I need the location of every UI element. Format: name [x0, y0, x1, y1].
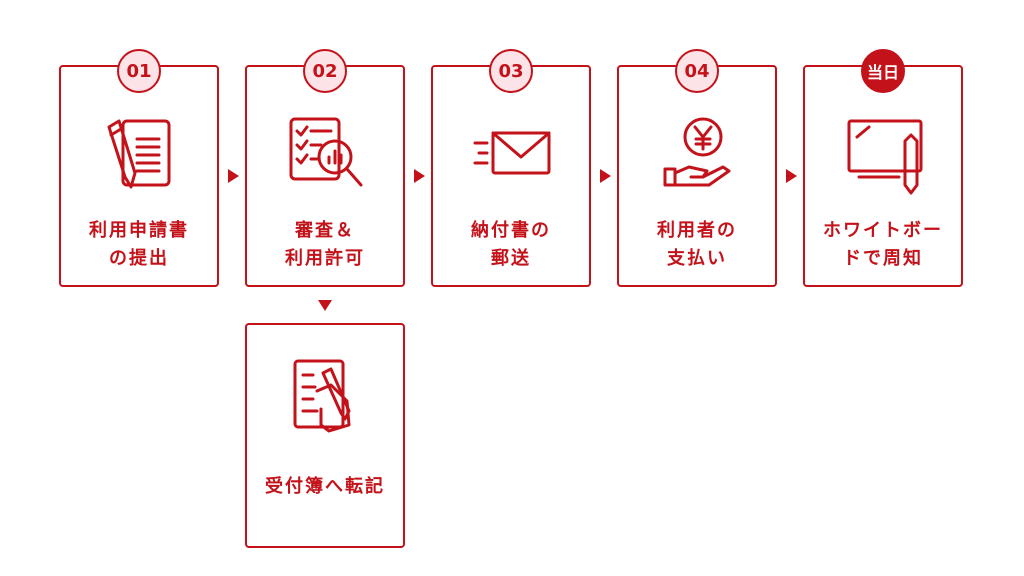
step-badge: 03: [489, 49, 533, 93]
application-pen-icon: [107, 119, 171, 189]
step-label: 納付書の郵送: [471, 220, 551, 269]
step-label: ホワイトボードで周知: [823, 220, 943, 269]
step-03: 03 納付書の郵送: [431, 49, 591, 287]
step-02: 02 審査＆利用許可: [245, 49, 405, 287]
step-register: 受付簿へ転記: [245, 323, 405, 548]
arrow-right-icon: [228, 169, 239, 183]
step-01: 01 利用申請書の提出: [59, 49, 219, 287]
arrow-right-icon: [600, 169, 611, 183]
step-04: 04 利用者の支払い: [617, 49, 777, 287]
step-label: 受付簿へ転記: [265, 476, 385, 497]
step-badge: 04: [675, 49, 719, 93]
arrow-right-icon: [786, 169, 797, 183]
step-badge: 01: [117, 49, 161, 93]
arrow-right-icon: [414, 169, 425, 183]
step-badge: 当日: [861, 49, 905, 93]
writing-hand-icon: [293, 359, 351, 433]
step-badge: 02: [303, 49, 347, 93]
step-label: 利用者の支払い: [657, 220, 737, 269]
step-label: 審査＆利用許可: [285, 220, 365, 269]
step-label: 利用申請書の提出: [89, 220, 189, 269]
checklist-magnifier-icon: [289, 117, 363, 187]
envelope-icon: [473, 131, 551, 175]
arrow-down-icon: [318, 300, 332, 311]
yen-hand-icon: [663, 117, 731, 187]
step-today: 当日 ホワイトボードで周知: [803, 49, 963, 287]
whiteboard-icon: [847, 119, 923, 195]
